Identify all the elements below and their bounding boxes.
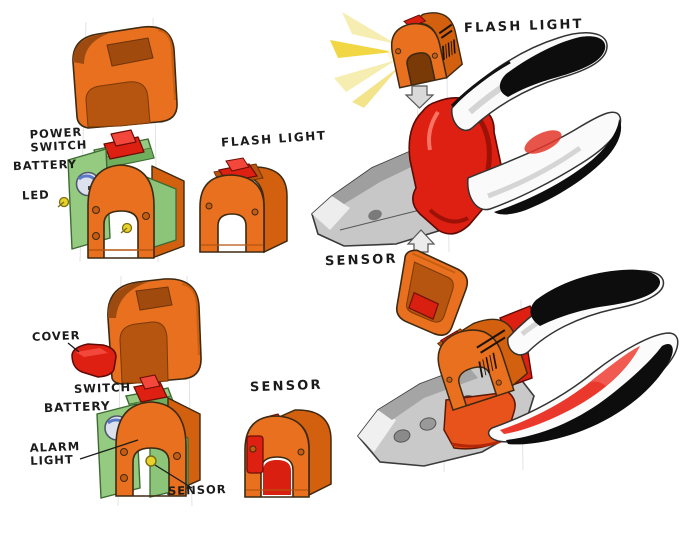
floating-flashlight-module xyxy=(391,12,463,89)
sensor-assembled-view xyxy=(244,409,332,498)
label-switch: SWITCH xyxy=(73,380,132,396)
label-power-switch: POWER SWITCH xyxy=(29,124,88,155)
sensor-component xyxy=(145,455,157,467)
sensor-cover-shell xyxy=(107,278,202,385)
attach-down-arrow-icon xyxy=(404,85,435,109)
pliers-with-flashlight xyxy=(311,12,622,336)
sensor-exploded-view xyxy=(67,278,202,499)
upper-handle xyxy=(450,32,608,131)
brand-scribble xyxy=(476,329,506,354)
flashlight-assembled-view xyxy=(199,157,288,254)
flashlight-exploded-view xyxy=(57,25,185,259)
label-cover: COVER xyxy=(31,328,81,344)
label-sensor-part: SENSOR xyxy=(167,481,227,499)
lower-handle xyxy=(487,332,679,445)
brand-scribble xyxy=(438,23,453,39)
light-rays xyxy=(330,12,404,108)
barcode xyxy=(442,39,456,60)
label-battery-flashlight: BATTERY xyxy=(12,156,78,174)
label-battery-sensor: BATTERY xyxy=(43,398,111,416)
pliers-with-module-attached xyxy=(356,269,679,467)
flashlight-power-switch xyxy=(93,129,155,170)
label-sensor-module: SENSOR xyxy=(249,377,323,396)
sensor-base xyxy=(115,396,201,498)
sensor-red-panel xyxy=(246,435,264,474)
flashlight-base xyxy=(87,164,185,259)
label-led: LED xyxy=(21,187,50,203)
barcode xyxy=(478,352,498,378)
leader-lines xyxy=(67,342,193,489)
label-alarm-light: ALARM LIGHT xyxy=(29,439,81,468)
lower-handle xyxy=(467,111,622,215)
sensor-red-cover xyxy=(71,343,117,378)
upper-handle xyxy=(507,269,665,356)
red-accent xyxy=(524,130,562,154)
flashlight-cover xyxy=(72,25,178,129)
callout-sensor: SENSOR xyxy=(324,251,398,270)
floating-sensor-module xyxy=(395,249,469,336)
